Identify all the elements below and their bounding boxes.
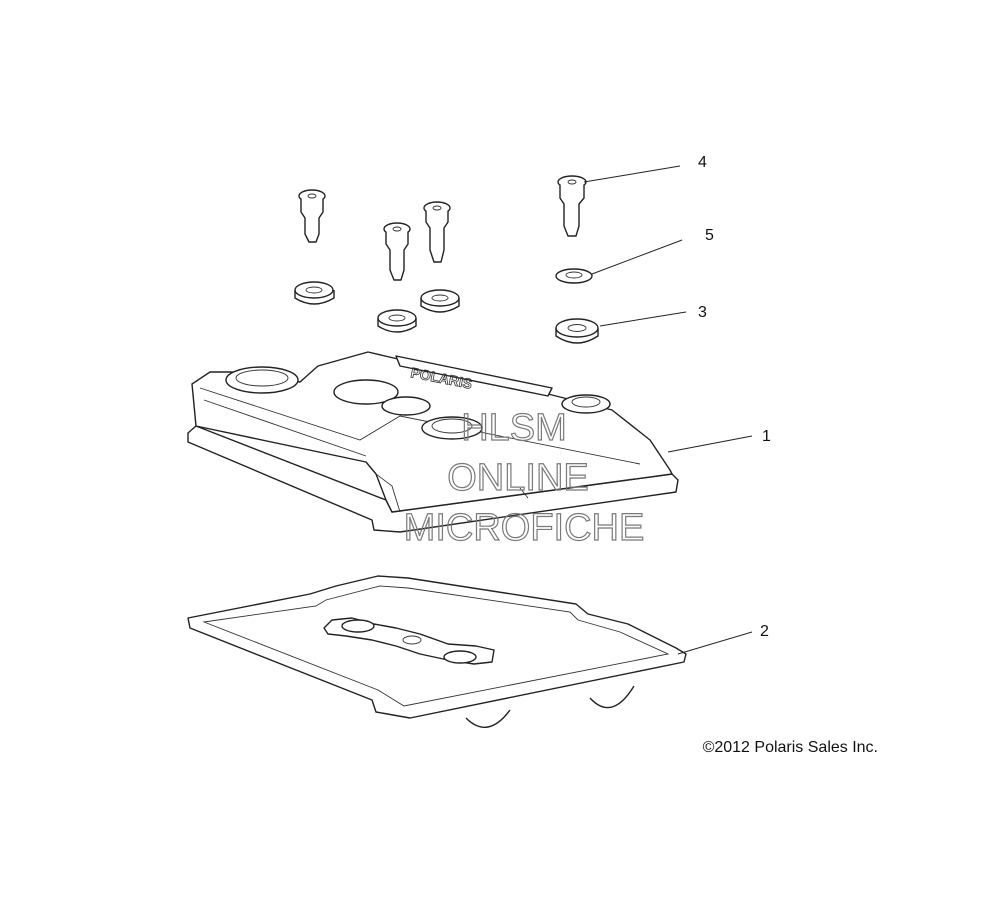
callout-5: 5: [705, 227, 714, 244]
watermark-line-2: ONLINE: [447, 457, 588, 499]
bolt: [557, 175, 587, 237]
watermark-line-1: HLSM: [461, 407, 567, 449]
callout-3: 3: [698, 304, 707, 321]
leader-line-2: [677, 631, 753, 655]
leader-line-5: [591, 239, 683, 275]
grommet: [420, 289, 460, 313]
bolt: [423, 201, 451, 263]
bolt-group: [298, 175, 587, 281]
callout-2: 2: [760, 623, 769, 640]
watermark-line-3: MICROFICHE: [404, 507, 645, 549]
watermark: HLSM ONLINE MICROFICHE: [403, 406, 645, 549]
callout-4: 4: [698, 154, 707, 171]
grommet: [294, 281, 335, 305]
callout-1: 1: [762, 428, 771, 445]
washer: [555, 268, 593, 284]
valve-cover: POLARIS: [187, 351, 679, 533]
gasket: [187, 575, 687, 728]
leader-lines: [583, 165, 753, 655]
leader-line-1: [667, 435, 753, 453]
grommet: [377, 309, 417, 333]
leader-line-4: [583, 165, 681, 183]
grommet: [555, 318, 599, 344]
bolt: [298, 189, 326, 243]
copyright-text: ©2012 Polaris Sales Inc.: [703, 739, 878, 756]
leader-line-3: [599, 311, 687, 327]
bolt: [383, 222, 411, 281]
grommet-group: [294, 281, 599, 344]
